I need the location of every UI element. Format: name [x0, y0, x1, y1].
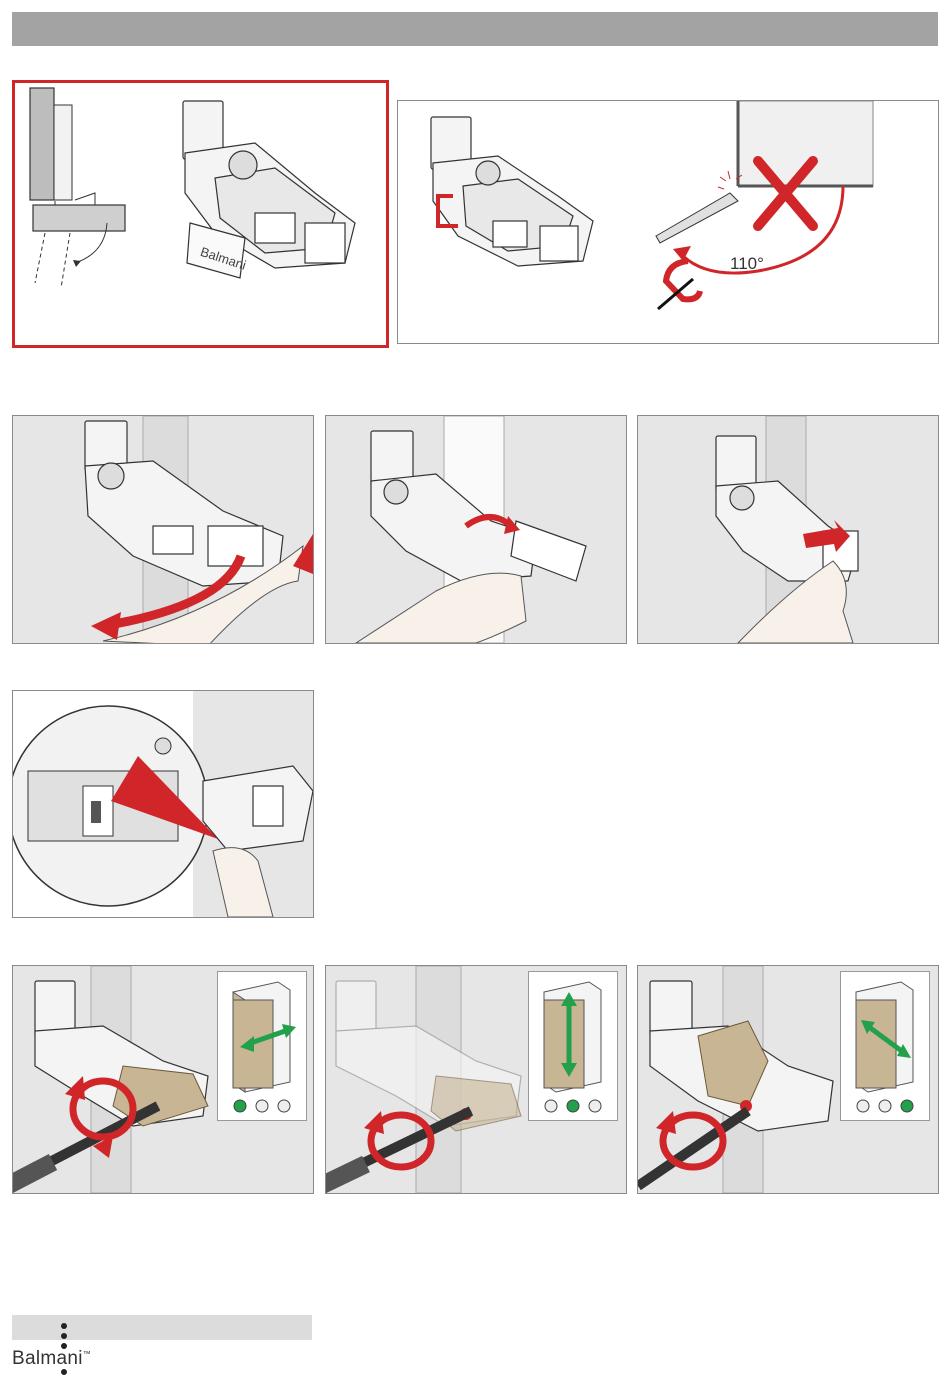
hinge-overview-box: Balmani: [12, 80, 389, 348]
red-clip-detached: [666, 261, 700, 299]
hinge-drawing: [203, 766, 313, 851]
opening-angle-label: 110°: [730, 254, 764, 274]
screw-indicator-3: [589, 1100, 601, 1112]
hinge-overview-illustration: Balmani: [15, 83, 386, 345]
opening-angle-illustration: [398, 101, 938, 343]
opening-angle-box: [397, 100, 939, 344]
adjust-inset-vertical: [528, 971, 618, 1121]
adjust-inset-depth: [840, 971, 930, 1121]
brand-logo-text: Balmani: [12, 1348, 83, 1369]
header-bar: [12, 12, 938, 46]
step-panel-remove-1: [12, 415, 314, 644]
adjust-panel-horizontal: [12, 965, 314, 1194]
screw-indicator-2: [256, 1100, 268, 1112]
door-panel-profile: [33, 205, 125, 231]
screw-indicator-2: [567, 1100, 579, 1112]
door-edge: [656, 193, 738, 243]
adjust-panel-depth: [637, 965, 939, 1194]
screw-indicator-3: [901, 1100, 913, 1112]
adjust-inset-horizontal: [217, 971, 307, 1121]
brand-trademark: ™: [83, 1350, 91, 1359]
screw-indicator-2: [879, 1100, 891, 1112]
screw-indicator-1: [545, 1100, 557, 1112]
screw-indicator-1: [234, 1100, 246, 1112]
detail-magnifier-panel: [12, 690, 314, 918]
hand: [356, 573, 526, 643]
screw-indicator-1: [857, 1100, 869, 1112]
step-panel-remove-3: [637, 415, 939, 644]
step-panel-remove-2: [325, 415, 627, 644]
hinge-cup-profile: [54, 105, 72, 200]
screw-indicator-3: [278, 1100, 290, 1112]
cabinet-side: [30, 88, 54, 200]
footer-bar: [12, 1315, 312, 1340]
hinge-with-clip: [431, 117, 593, 266]
brand-logo: Balmani™: [12, 1348, 91, 1370]
adjust-panel-vertical: [325, 965, 627, 1194]
